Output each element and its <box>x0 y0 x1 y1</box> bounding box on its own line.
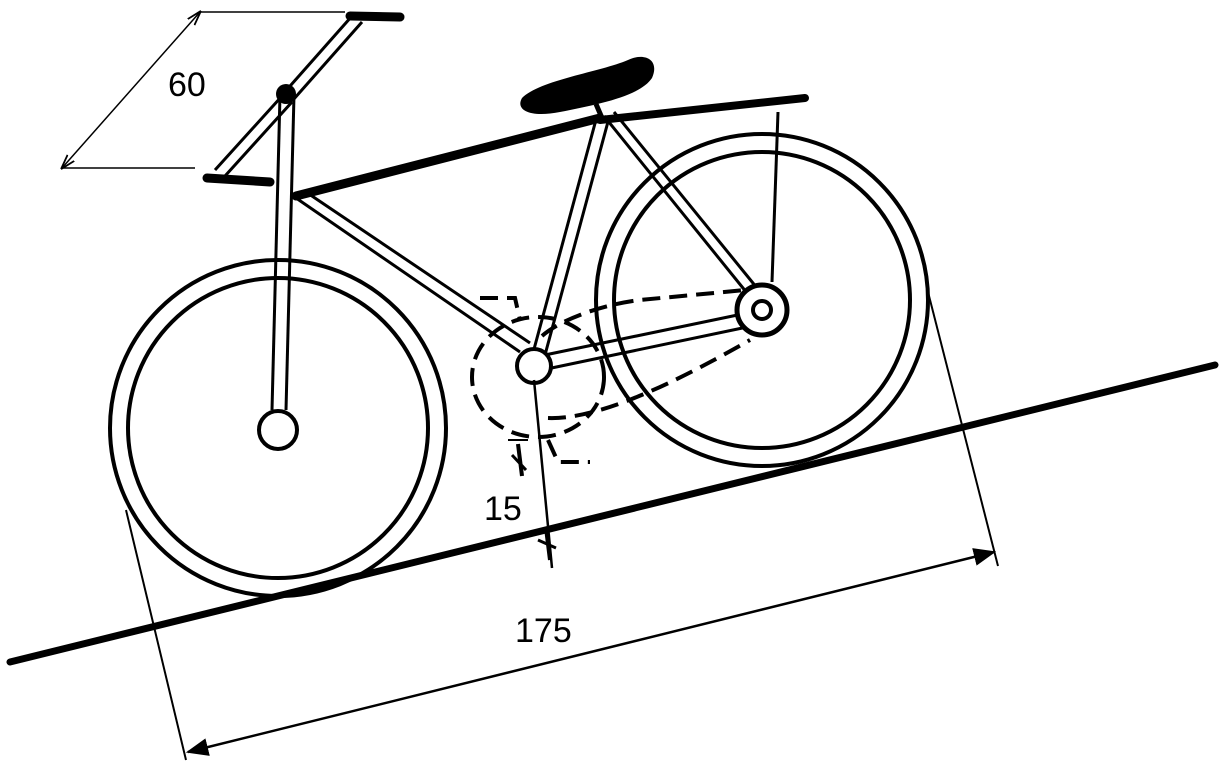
frame <box>213 15 809 411</box>
front-hub <box>257 409 299 451</box>
dimension-wheelbase <box>125 291 999 761</box>
bottom-bracket <box>515 347 553 385</box>
top-tube <box>291 113 605 201</box>
dimension-label-handlebar: 60 <box>168 66 206 104</box>
handlebar-grip-bottom <box>202 173 275 187</box>
handlebar-grip-top <box>345 11 405 22</box>
dimension-label-crank-clearance: 15 <box>484 490 522 528</box>
chain-and-crank-dashed <box>470 288 751 464</box>
rear-wheel <box>594 132 930 468</box>
front-wheel <box>108 258 448 598</box>
saddle <box>520 56 655 115</box>
headset-joint <box>276 84 296 104</box>
rear-rack <box>596 94 809 124</box>
rear-hub <box>734 282 790 338</box>
dimension-label-wheelbase: 175 <box>515 612 572 650</box>
ground-slope-line <box>6 361 1219 666</box>
dimension-handlebar <box>62 12 345 168</box>
